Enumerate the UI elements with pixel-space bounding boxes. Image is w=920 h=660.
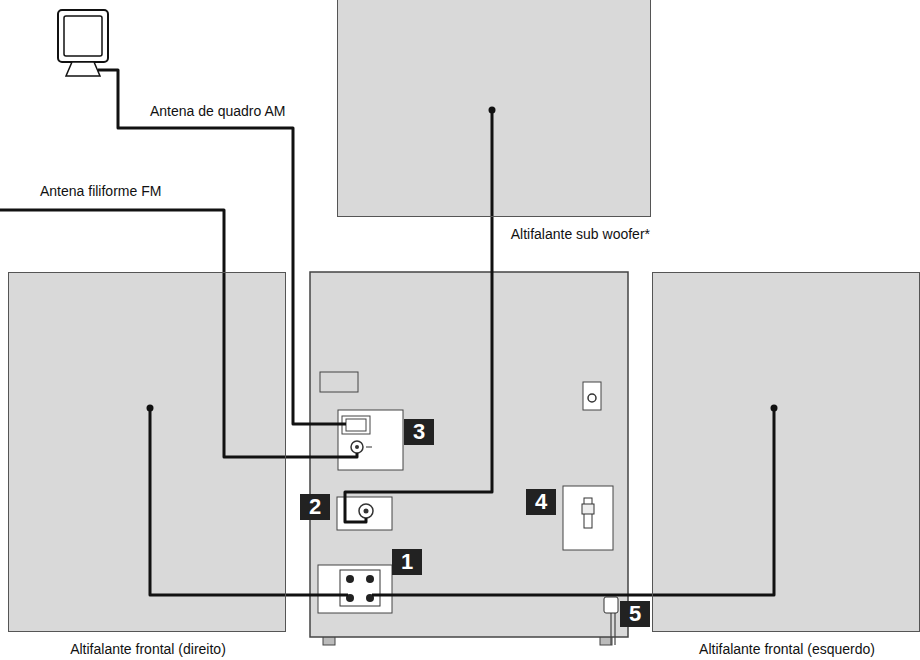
- terminal-pin: [366, 575, 374, 583]
- fm-jack: [355, 445, 359, 449]
- am-loop-antenna: [64, 16, 102, 56]
- callout-number: 4: [526, 489, 556, 515]
- antenna-label: Antena de quadro AM: [150, 103, 285, 120]
- switch-slider: [582, 504, 594, 514]
- callout-number: 5: [620, 601, 650, 627]
- subwoofer-cable: [345, 110, 492, 522]
- cable-end: [147, 405, 154, 412]
- antenna-stand: [66, 62, 100, 76]
- am-terminal: [346, 419, 366, 431]
- ground-terminal: [588, 394, 596, 402]
- switch-panel: [563, 486, 613, 550]
- front-speaker: Altifalante frontal (direito): [8, 272, 286, 632]
- terminal-pin: [346, 575, 354, 583]
- speaker-cable: [372, 408, 774, 595]
- antenna-panel: [338, 410, 403, 470]
- speaker-fill: [8, 272, 286, 632]
- speaker-terminal: [340, 570, 380, 606]
- power-cord: [611, 612, 615, 645]
- callout-number: 1: [392, 549, 422, 575]
- subwoofer-jack: [364, 509, 369, 514]
- callout-number: 3: [404, 419, 434, 445]
- speaker-label: Altifalante sub woofer*: [511, 226, 650, 243]
- am-loop-antenna: [58, 10, 108, 62]
- fm-wire: [0, 210, 357, 457]
- cable-end: [489, 107, 496, 114]
- fm-mark: [366, 447, 372, 448]
- label-plate: [320, 372, 358, 392]
- speaker-label: Altifalante frontal (direito): [70, 641, 226, 658]
- subwoofer-speaker: Altifalante sub woofer*: [337, 0, 651, 217]
- speaker-cable: [150, 408, 348, 595]
- speaker-panel: [318, 565, 392, 613]
- am-wire: [98, 70, 346, 424]
- fm-jack: [351, 441, 363, 453]
- power-plug: [604, 597, 618, 613]
- front-speaker: Altifalante frontal (esquerdo): [652, 272, 920, 632]
- ground-terminal: [583, 382, 601, 410]
- antenna-label: Antena filiforme FM: [40, 183, 161, 200]
- speaker-fill: [652, 272, 920, 632]
- subwoofer-jack: [359, 504, 373, 518]
- cable-end: [771, 405, 778, 412]
- subwoofer-fill: [337, 0, 651, 217]
- speaker-label: Altifalante frontal (esquerdo): [699, 641, 875, 658]
- am-terminal: [342, 416, 370, 434]
- callout-number: 2: [300, 494, 330, 520]
